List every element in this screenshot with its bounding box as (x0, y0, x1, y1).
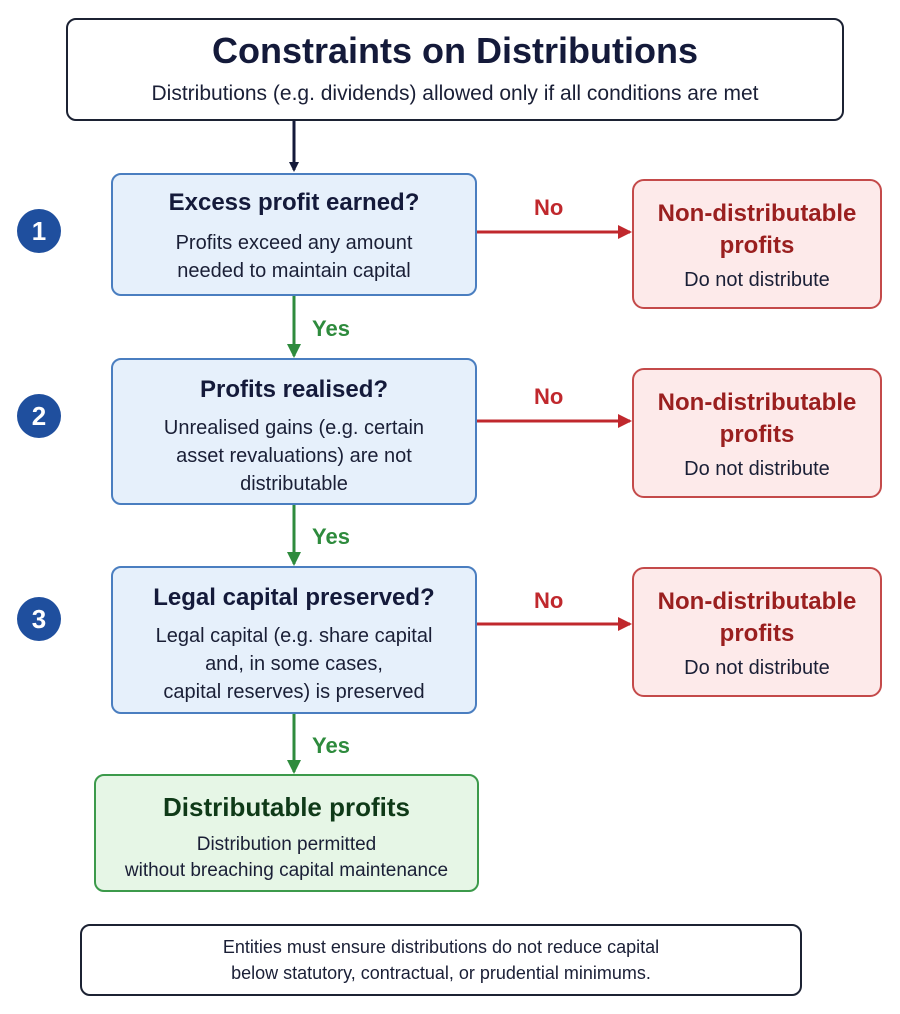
step-2-yes-label: Yes (312, 524, 350, 549)
step-1-title: Excess profit earned? (168, 189, 420, 216)
step-2-title: Profits realised? (199, 376, 389, 403)
step-3-question-box: Legal capital preserved? Legal capital (… (111, 566, 477, 714)
step-3-description-line: and, in some cases, (205, 653, 383, 675)
step-2-outcome-box: Non-distributable profits Do not distrib… (632, 368, 882, 498)
outcome-title-line: profits (719, 232, 795, 259)
step-3-outcome-box: Non-distributable profits Do not distrib… (632, 567, 882, 697)
step-1-outcome-subtitle: Do not distribute (684, 269, 830, 291)
step-3-no-label: No (534, 588, 564, 613)
step-3-outcome-subtitle: Do not distribute (684, 657, 830, 679)
step-2-badge: 2 (17, 394, 61, 438)
distributable-profits-description: Distribution permitted without breaching… (106, 832, 467, 884)
step-3-description-line: Legal capital (e.g. share capital (155, 625, 433, 647)
outcome-title-line: profits (719, 620, 795, 647)
step-2-description-line: distributable (240, 473, 348, 495)
step-1-yes-label: Yes (312, 316, 350, 341)
page-title: Constraints on Distributions (212, 30, 698, 71)
result-description-line: Distribution permitted (196, 834, 377, 855)
outcome-title-line: profits (719, 421, 795, 448)
result-description-line: without breaching capital maintenance (124, 860, 449, 881)
outcome-title-line: Non-distributable (657, 200, 857, 227)
outcome-title-line: Non-distributable (657, 389, 857, 416)
step-1-description-line: Profits exceed any amount (175, 232, 413, 254)
step-2-no-label: No (534, 384, 564, 409)
footer-note-line: Entities must ensure distributions do no… (222, 937, 660, 957)
step-1-question-box: Excess profit earned? Profits exceed any… (111, 173, 477, 296)
distributable-profits-box: Distributable profits Distribution permi… (94, 774, 479, 892)
step-3-description-line: capital reserves) is preserved (163, 681, 425, 703)
step-1-description-line: needed to maintain capital (177, 260, 411, 282)
step-2-outcome-title: Non-distributable profits (634, 387, 880, 451)
step-2-description: Unrealised gains (e.g. certain asset rev… (123, 414, 465, 498)
step-3-description: Legal capital (e.g. share capital and, i… (123, 622, 465, 706)
footer-note: Entities must ensure distributions do no… (80, 924, 802, 996)
step-3-outcome-title: Non-distributable profits (634, 586, 880, 650)
step-2-outcome-subtitle: Do not distribute (684, 458, 830, 480)
step-2-description-line: asset revaluations) are not (176, 445, 412, 467)
step-1-outcome-title: Non-distributable profits (634, 198, 880, 262)
outcome-title-line: Non-distributable (657, 588, 857, 615)
header-box: Constraints on Distributions Distributio… (66, 18, 844, 121)
footer-note-line: below statutory, contractual, or prudent… (231, 963, 651, 983)
step-3-title: Legal capital preserved? (153, 584, 435, 611)
step-1-no-label: No (534, 195, 564, 220)
step-2-description-line: Unrealised gains (e.g. certain (163, 417, 425, 439)
step-1-outcome-box: Non-distributable profits Do not distrib… (632, 179, 882, 309)
step-1-description: Profits exceed any amount needed to main… (123, 229, 465, 285)
step-1-badge: 1 (17, 209, 61, 253)
step-2-question-box: Profits realised? Unrealised gains (e.g.… (111, 358, 477, 505)
footer-note-text: Entities must ensure distributions do no… (92, 934, 790, 986)
step-3-yes-label: Yes (312, 733, 350, 758)
page-subtitle: Distributions (e.g. dividends) allowed o… (151, 82, 759, 105)
step-3-badge: 3 (17, 597, 61, 641)
distributable-profits-title: Distributable profits (162, 792, 410, 822)
